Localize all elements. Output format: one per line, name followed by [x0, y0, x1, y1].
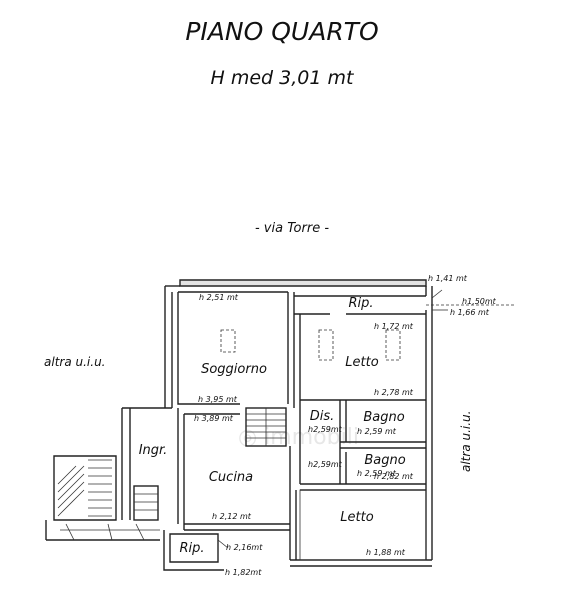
label-rip-bottom: Rip.	[179, 541, 204, 556]
height-2-82: h 2,82 mt	[374, 472, 414, 481]
room-rip-bottom	[163, 530, 229, 571]
height-1-41: h 1,41 mt	[428, 274, 468, 283]
label-letto-top: Letto	[345, 355, 378, 370]
label-soggiorno: Soggiorno	[201, 362, 267, 377]
height-2-51: h 2,51 mt	[199, 293, 239, 302]
height-3-89: h 3,89 mt	[194, 414, 234, 423]
label-cucina: Cucina	[209, 470, 253, 485]
height-2-59-d: h 2,59 mt	[357, 469, 397, 478]
height-2-16: h 2,16mt	[226, 543, 263, 552]
height-1-72: h 1,72 mt	[374, 322, 414, 331]
height-1-50: h1,50mt	[462, 297, 497, 306]
height-2-59-c: h2,59mt	[308, 460, 343, 469]
height-2-78: h 2,78 mt	[374, 388, 414, 397]
left-stairwell	[45, 455, 160, 541]
label-dis: Dis.	[310, 409, 335, 424]
height-1-82: h 1,82mt	[225, 568, 262, 577]
height-2-59-b: h 2,59 mt	[357, 427, 397, 436]
height-1-66: h 1,66 mt	[450, 308, 490, 317]
height-1-88: h 1,88 mt	[366, 548, 406, 557]
room-soggiorno	[177, 291, 295, 408]
room-letto-bottom	[299, 489, 427, 561]
room-cucina	[177, 408, 297, 560]
central-stairs	[245, 407, 287, 447]
room-letto-top	[299, 314, 426, 401]
height-3-95: h 3,95 mt	[198, 395, 238, 404]
neighbor-right-label: altra u.i.u.	[459, 411, 473, 472]
label-rip-top: Rip.	[348, 296, 373, 311]
height-2-12: h 2,12 mt	[212, 512, 252, 521]
label-bagno-2: Bagno	[364, 453, 405, 468]
label-letto-bottom: Letto	[340, 510, 373, 525]
street-label: - via Torre -	[255, 221, 329, 236]
neighbor-left-label: altra u.i.u.	[44, 355, 105, 369]
plan-title: PIANO QUARTO	[185, 17, 378, 46]
height-2-59-a: h2,59mt	[308, 425, 343, 434]
label-ingr: Ingr.	[139, 443, 168, 458]
label-bagno-1: Bagno	[363, 410, 404, 425]
plan-subtitle: H med 3,01 mt	[211, 67, 355, 89]
